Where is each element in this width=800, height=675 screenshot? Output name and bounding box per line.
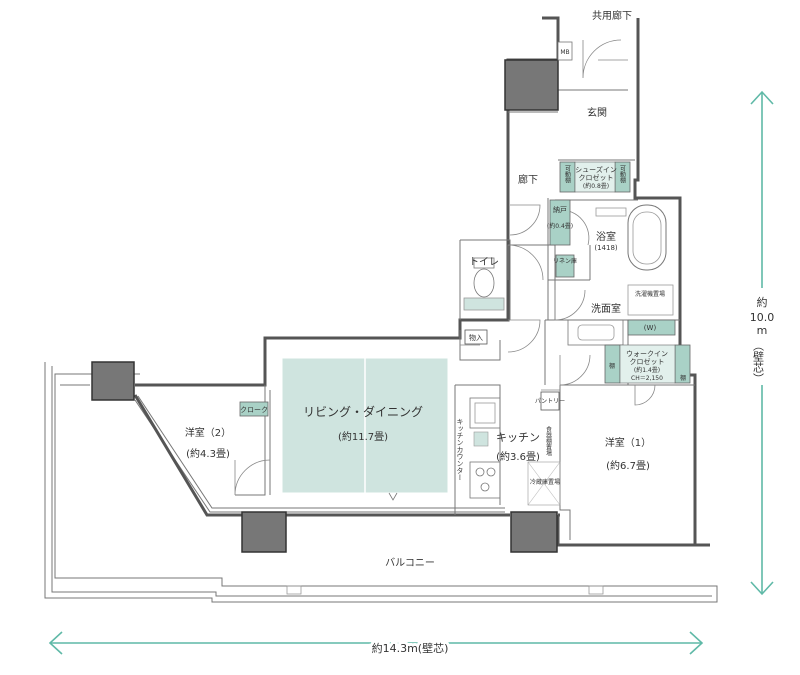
mb-label: MB [560,49,569,56]
dish-label: 食器棚置場 [545,425,552,457]
bath-label: 浴室 [596,230,616,243]
storage-in-label: 物入 [469,333,483,342]
interior-walls [235,89,695,540]
walkin-label-2: クロゼット [630,357,665,366]
bath-size: (1418) [594,244,618,252]
hallway-label: 廊下 [518,173,538,186]
washroom-label: 洗面室 [591,302,621,315]
fixtures [463,204,674,506]
walkin-size: (約1.4畳) [634,366,660,374]
pantry-label: パントリー [535,398,565,405]
linen-label: リネン庫 [553,257,577,265]
closet-label: クローク [240,406,268,414]
columns [91,59,559,553]
storage-label: 納戸 [553,205,567,214]
living-label: リビング・ダイニング [303,404,423,419]
shelf-left-label: 可動棚 [564,165,571,184]
width-dimension-arrow [48,631,704,655]
w-label: (W) [644,324,657,332]
storage-fills [239,41,691,417]
laundry-area-label: 洗濯機置場 [635,290,665,298]
kitchen-size: (約3.6畳) [496,450,540,463]
living-size: (約11.7畳) [338,430,388,443]
walkin-ch: CH＝2,150 [631,375,663,382]
depth-prefix: 約 [757,295,768,309]
fridge-label: 冷蔵庫置場 [530,478,560,486]
western1-size: (約6.7畳) [606,459,650,472]
depth-dimension-arrow [750,90,774,596]
shoes-closet-label-2: クロゼット [579,173,614,182]
depth-unit: m [757,324,768,337]
shelf-right-label: 可動棚 [619,165,626,184]
depth-note: （壁芯） [752,340,765,384]
corridor-label: 共用廊下 [592,9,632,22]
tana-right-label: 棚 [680,374,686,382]
shoes-closet-size: (約0.8畳) [583,182,609,190]
western2-label: 洋室（2） [185,426,231,439]
storage-size: (約0.4畳) [547,222,573,230]
balcony-label: バルコニー [385,557,435,569]
doors [234,39,656,496]
shoes-closet-label-1: シューズイン [575,165,617,174]
tana-left-label: 棚 [609,362,615,370]
toilet-label: トイレ [469,257,499,268]
depth-value: 10.0 [750,311,775,324]
western1-label: 洋室（1） [605,436,651,449]
counter-label: キッチンカウンター [456,418,464,481]
width-dimension-label: 約14.3m(壁芯) [372,641,449,655]
entrance-label: 玄関 [587,106,607,119]
walkin-label-1: ウォークイン [626,350,668,358]
kitchen-label: キッチン [496,431,540,444]
western2-size: (約4.3畳) [186,447,230,460]
